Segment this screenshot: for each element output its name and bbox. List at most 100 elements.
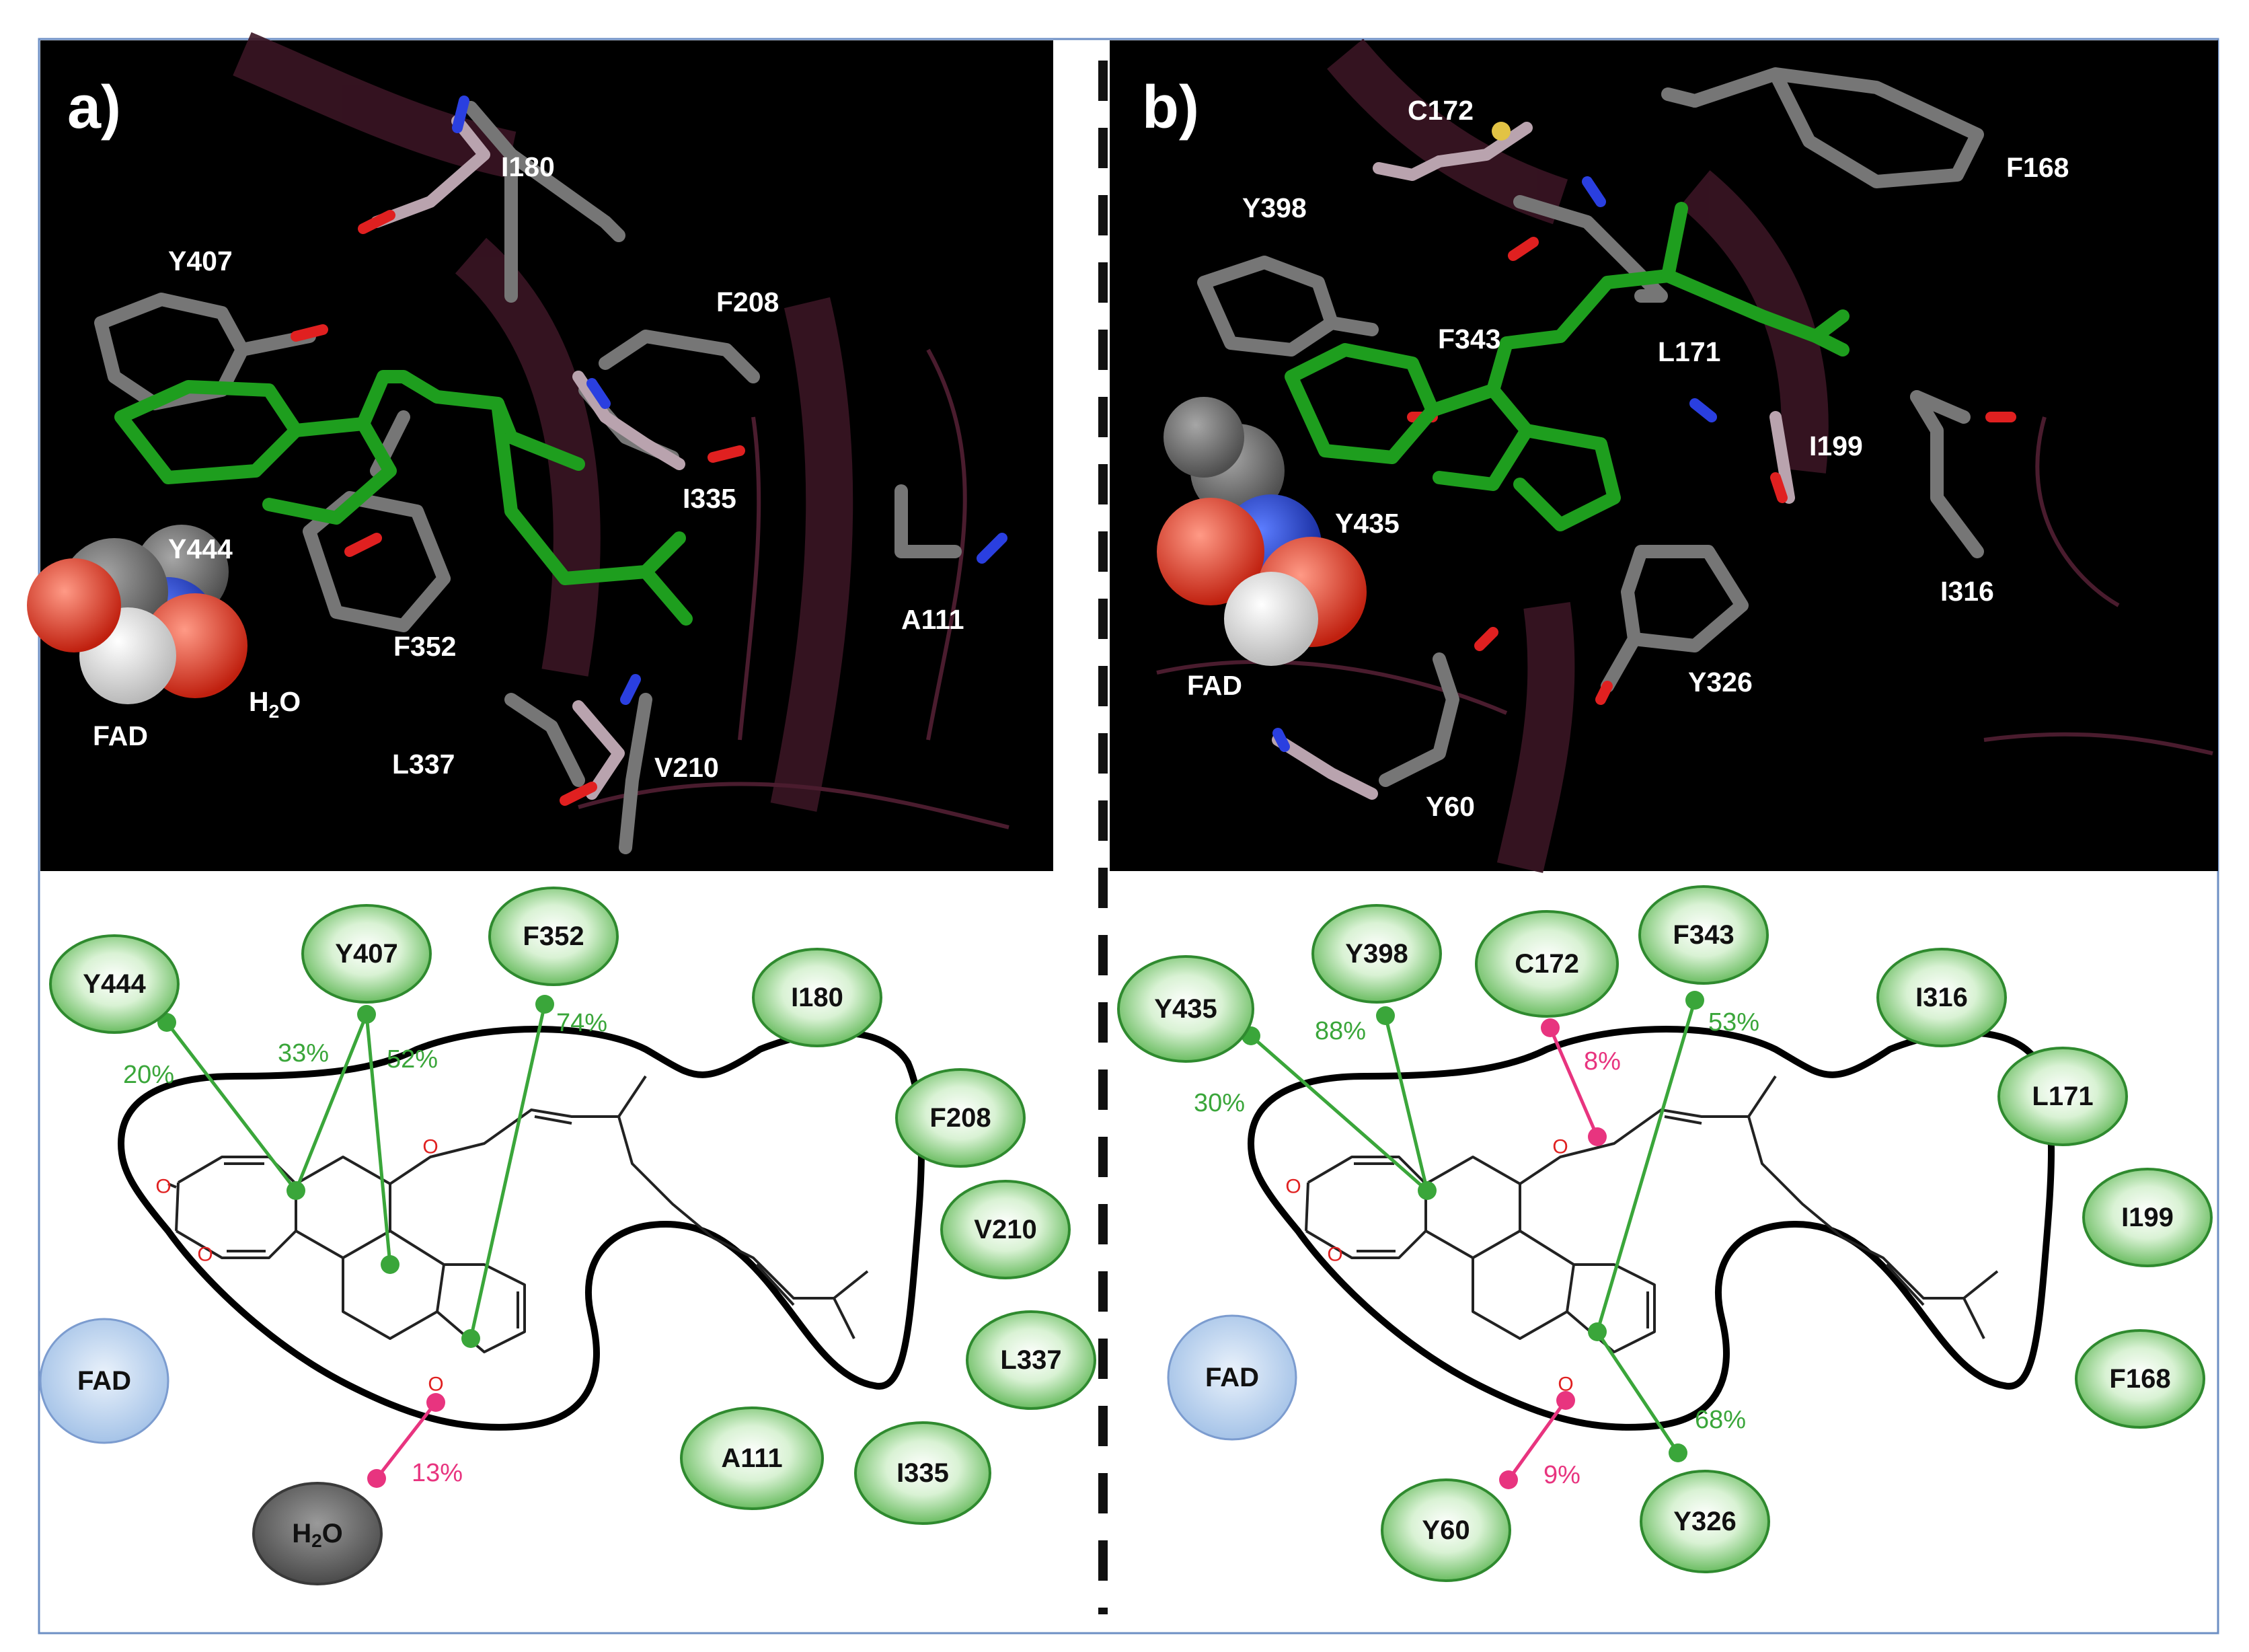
pct-a-h2o: 13% — [412, 1459, 463, 1487]
svg-text:FAD: FAD — [77, 1366, 131, 1396]
svg-text:Y398: Y398 — [1345, 939, 1408, 969]
svg-text:A111: A111 — [721, 1443, 782, 1473]
pct-b-y60: 9% — [1543, 1461, 1580, 1489]
res-a-i180: I180 — [752, 948, 882, 1047]
res-b-f168: F168 — [2075, 1329, 2205, 1429]
res-a-f352: F352 — [488, 887, 619, 986]
res-a-fad: FAD — [39, 1318, 169, 1444]
svg-text:I199: I199 — [2121, 1203, 2174, 1232]
svg-text:I180: I180 — [791, 983, 843, 1012]
res-a-v210: V210 — [940, 1180, 1071, 1279]
label-3d-a-l337: L337 — [392, 749, 455, 780]
svg-text:Y60: Y60 — [1422, 1515, 1470, 1545]
panel-a-letter: a) — [67, 74, 121, 141]
sulfur-atom-b — [1492, 122, 1511, 141]
pocket-outline-a — [118, 1026, 925, 1431]
label-3d-a-i180: I180 — [501, 151, 555, 182]
svg-text:L337: L337 — [1000, 1345, 1061, 1375]
label-3d-a-a111: A111 — [901, 604, 964, 635]
label-3d-a-i335: I335 — [683, 483, 736, 514]
fad-spheres-a — [27, 525, 247, 704]
res-a-h2o: H2O — [252, 1482, 383, 1585]
label-3d-a-f352: F352 — [393, 631, 456, 662]
res-b-c172: C172 — [1475, 910, 1619, 1018]
label-3d-b-i316: I316 — [1940, 576, 1994, 607]
ligand-3d-a — [114, 370, 693, 626]
svg-text:I335: I335 — [897, 1458, 949, 1488]
atom-o-b-4: O — [1558, 1374, 1573, 1396]
render-panel-b: b) C172 F168 Y398 F343 L171 I199 Y435 I3… — [1110, 38, 2218, 873]
pct-b-y435: 30% — [1194, 1089, 1245, 1117]
atom-o-a-1: O — [155, 1176, 171, 1198]
diagram-b: O O O O 30% 88% 8% 53% 68% 9% — [1117, 885, 2213, 1582]
pct-a-y444: 20% — [123, 1061, 174, 1089]
svg-text:Y407: Y407 — [335, 939, 397, 969]
pct-b-f343: 53% — [1708, 1008, 1759, 1037]
pct-b-y326: 68% — [1695, 1406, 1746, 1434]
res-a-f208: F208 — [895, 1068, 1026, 1168]
res-b-y60: Y60 — [1381, 1478, 1511, 1582]
svg-text:F168: F168 — [2109, 1364, 2170, 1394]
svg-text:I316: I316 — [1915, 983, 1968, 1012]
svg-text:H2O: H2O — [292, 1519, 343, 1551]
label-3d-a-v210: V210 — [654, 752, 719, 783]
label-3d-b-i199: I199 — [1809, 430, 1863, 461]
res-b-f343: F343 — [1638, 885, 1769, 985]
res-b-fad: FAD — [1167, 1314, 1297, 1441]
res-a-i335: I335 — [854, 1421, 991, 1525]
res-b-y398: Y398 — [1311, 904, 1442, 1004]
panel-b-letter: b) — [1142, 74, 1199, 141]
svg-text:F352: F352 — [523, 922, 584, 951]
label-3d-b-c172: C172 — [1408, 95, 1474, 126]
ligand-3d-b — [1285, 202, 1850, 531]
res-a-a111: A111 — [680, 1406, 824, 1510]
pct-a-y407-b: 52% — [387, 1045, 438, 1074]
svg-text:Y444: Y444 — [83, 969, 146, 999]
res-b-y435: Y435 — [1117, 955, 1254, 1063]
label-3d-a-y444: Y444 — [168, 533, 233, 564]
label-3d-b-f168: F168 — [2006, 152, 2069, 183]
atom-o-b-3: O — [1552, 1136, 1568, 1158]
render-panel-a: a) I180 Y407 F208 I335 Y444 A111 F352 FA… — [27, 32, 1053, 871]
label-3d-b-f343: F343 — [1438, 324, 1500, 354]
res-a-l337: L337 — [966, 1310, 1096, 1410]
atom-o-a-2: O — [197, 1244, 213, 1266]
pocket-outline-b — [1248, 1026, 2055, 1431]
label-3d-b-y398: Y398 — [1242, 192, 1307, 223]
label-3d-b-y435: Y435 — [1335, 508, 1400, 539]
res-a-y407: Y407 — [301, 904, 432, 1004]
svg-text:Y326: Y326 — [1673, 1507, 1736, 1536]
pct-a-y407-a: 33% — [278, 1039, 329, 1067]
diagram-a: O O O O 20% 33% 52% 74% 13% Y — [39, 887, 1096, 1585]
res-b-i316: I316 — [1876, 948, 2007, 1047]
label-3d-a-h2o: H2O — [249, 686, 301, 722]
label-3d-a-fad: FAD — [93, 720, 148, 751]
ligand-2d-a — [167, 1075, 869, 1353]
atom-o-b-2: O — [1327, 1244, 1342, 1266]
svg-text:C172: C172 — [1515, 949, 1579, 979]
label-3d-b-y326: Y326 — [1688, 667, 1753, 698]
svg-text:V210: V210 — [974, 1215, 1036, 1244]
res-b-i199: I199 — [2082, 1168, 2213, 1267]
res-b-y326: Y326 — [1640, 1470, 1770, 1573]
atom-o-a-3: O — [422, 1136, 438, 1158]
svg-text:Y435: Y435 — [1154, 994, 1217, 1024]
atom-o-a-4: O — [428, 1374, 443, 1396]
pct-b-y398: 88% — [1315, 1017, 1366, 1045]
pct-b-c172: 8% — [1584, 1047, 1621, 1076]
pct-a-f352: 74% — [556, 1009, 607, 1037]
label-3d-a-f208: F208 — [716, 287, 779, 317]
res-b-l171: L171 — [1997, 1047, 2128, 1146]
label-3d-b-y60: Y60 — [1426, 791, 1475, 822]
label-3d-b-l171: L171 — [1658, 336, 1720, 367]
svg-text:F343: F343 — [1673, 920, 1734, 950]
fad-spheres-b — [1157, 397, 1367, 666]
svg-text:F208: F208 — [929, 1103, 991, 1133]
label-3d-b-fad: FAD — [1187, 670, 1242, 701]
res-a-y444: Y444 — [49, 934, 180, 1034]
atom-o-b-1: O — [1285, 1176, 1301, 1198]
svg-text:FAD: FAD — [1205, 1363, 1259, 1392]
label-3d-a-y407: Y407 — [168, 246, 233, 276]
